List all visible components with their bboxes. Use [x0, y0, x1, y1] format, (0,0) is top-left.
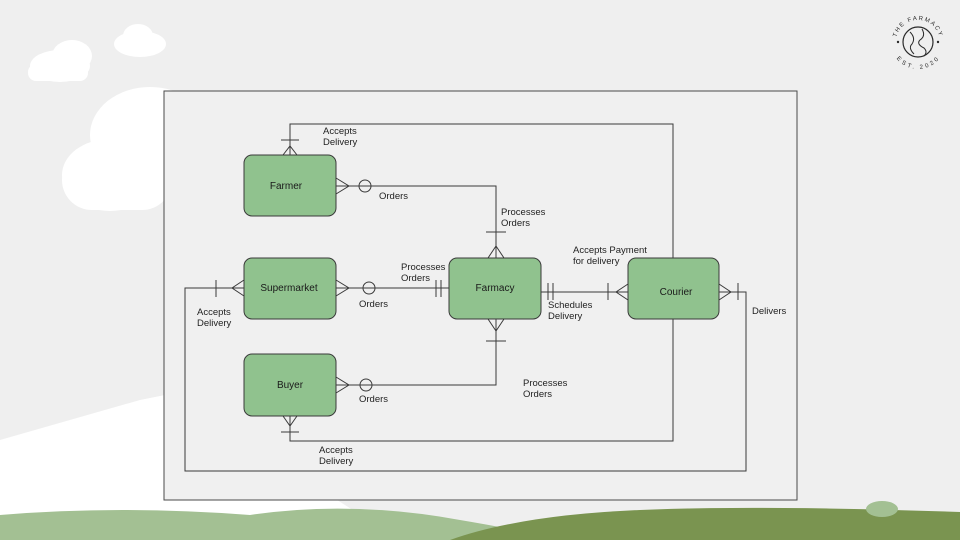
notation-marks: [215, 139, 739, 433]
relationship-labels: Accepts Delivery Orders Processes Orders…: [197, 126, 787, 467]
label-supermarket-orders: Orders: [359, 299, 388, 310]
label-supermarket-processes: Processes Orders: [401, 262, 448, 284]
bush: [866, 501, 898, 517]
label-farmer-accepts-delivery: Accepts Delivery: [323, 126, 359, 148]
label-schedules-delivery: Schedules Delivery: [548, 300, 595, 322]
hill-light: [0, 508, 560, 540]
entity-farmacy-label: Farmacy: [476, 283, 515, 294]
entity-supermarket[interactable]: Supermarket: [243, 257, 337, 320]
entity-buyer[interactable]: Buyer: [243, 353, 337, 417]
entity-farmer[interactable]: Farmer: [243, 154, 337, 217]
entity-supermarket-label: Supermarket: [260, 283, 317, 294]
entity-buyer-label: Buyer: [277, 380, 304, 391]
label-farmacy-processes-top: Processes Orders: [501, 207, 548, 229]
farmer-farmacy-orders-line: [336, 185, 497, 258]
label-buyer-processes: Processes Orders: [523, 378, 570, 400]
cloud-top-left: [28, 24, 166, 82]
label-buyer-orders: Orders: [359, 394, 388, 405]
label-supermarket-accepts-delivery: Accepts Delivery: [197, 307, 233, 329]
buyer-courier-delivery-line: [289, 319, 674, 442]
courier-supermarket-delivery-line: [184, 287, 747, 472]
hill-dark: [450, 507, 960, 540]
entity-farmacy[interactable]: Farmacy: [448, 257, 542, 320]
globe-icon: [902, 26, 934, 58]
logo-bottom-text: EST. 2020: [895, 56, 941, 71]
entity-courier[interactable]: Courier: [627, 257, 720, 320]
label-delivers: Delivers: [752, 306, 787, 317]
label-farmer-orders: Orders: [379, 191, 408, 202]
label-buyer-accepts-delivery: Accepts Delivery: [319, 445, 355, 467]
entity-courier-label: Courier: [660, 287, 693, 298]
farmacy-logo: THE FARMACY EST. 2020: [893, 16, 942, 71]
label-accepts-payment: Accepts Payment for delivery: [573, 245, 650, 267]
entity-farmer-label: Farmer: [270, 181, 303, 192]
